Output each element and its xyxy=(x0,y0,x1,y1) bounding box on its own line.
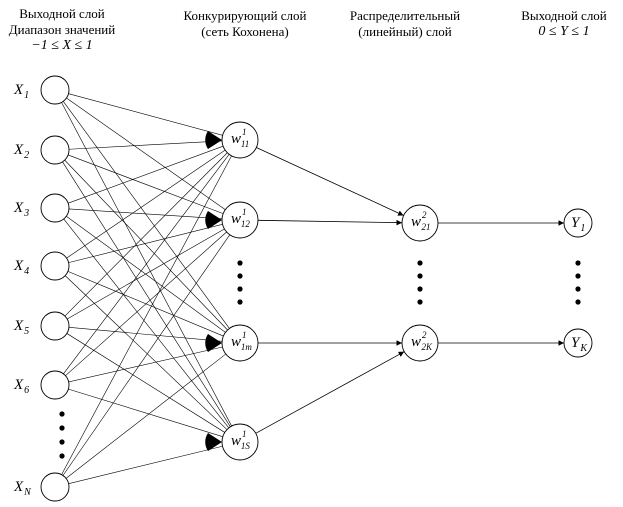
kohonen-layer-header: Конкурирующий слой (сеть Кохонена) xyxy=(160,8,330,40)
kohonen-node xyxy=(221,201,259,239)
input-node-label: X6 xyxy=(13,377,29,396)
edge-input-5-to-kohonen-2 xyxy=(66,228,225,320)
edge-input-7-to-kohonen-4 xyxy=(68,445,223,484)
input-node-label: X2 xyxy=(13,142,29,161)
input-ellipsis-dot xyxy=(59,439,65,445)
edge-input-4-to-kohonen-2 xyxy=(68,224,223,263)
input-node-label: X5 xyxy=(13,318,29,337)
edge-input-5-to-kohonen-1 xyxy=(64,152,228,317)
input-node xyxy=(40,135,70,165)
edge-kohonen-4-to-grossberg-2 xyxy=(255,351,405,434)
ellipses xyxy=(59,260,581,459)
edge-input-2-to-kohonen-2 xyxy=(67,154,224,214)
input-node xyxy=(40,193,70,223)
edge-input-3-to-kohonen-3 xyxy=(66,216,226,333)
output-layer-title: Выходной слой xyxy=(521,8,607,23)
edge-input-7-to-kohonen-3 xyxy=(65,353,226,479)
edge-kohonen-1-to-grossberg-1 xyxy=(256,147,404,216)
edge-kohonen-2-to-grossberg-1 xyxy=(257,219,403,226)
edge-input-1-to-kohonen-3 xyxy=(63,101,230,329)
edge-input-6-to-kohonen-3 xyxy=(68,346,223,383)
output-ellipsis-dot xyxy=(575,260,581,266)
edge-input-6-to-kohonen-1 xyxy=(63,154,230,375)
edge-input-3-to-kohonen-2 xyxy=(68,208,223,220)
output-layer-header: Выходной слой 0 ≤ Y ≤ 1 xyxy=(508,8,620,40)
output-ellipsis-dot xyxy=(575,299,581,305)
input-node-label: X3 xyxy=(13,200,29,219)
grossberg-ellipsis-dot xyxy=(417,260,423,266)
input-ellipsis-dot xyxy=(59,411,65,417)
kohonen-input-marker xyxy=(205,433,222,451)
edge-input-5-to-kohonen-3 xyxy=(68,326,223,342)
kohonen-input-marker xyxy=(205,334,222,352)
input-ellipsis-dot xyxy=(59,425,65,431)
edge-input-4-to-kohonen-1 xyxy=(66,149,226,259)
kohonen-ellipsis-dot xyxy=(237,286,243,292)
edge-input-2-to-kohonen-1 xyxy=(68,140,223,150)
grossberg-node xyxy=(401,204,439,242)
kohonen-node xyxy=(221,121,259,159)
grossberg-layer-title: Распределительный xyxy=(349,8,461,23)
input-layer-header: Выходной слой Диапазон значений −1 ≤ X ≤… xyxy=(0,6,124,54)
kohonen-node xyxy=(221,324,259,362)
input-node xyxy=(40,311,70,341)
edge-input-7-to-kohonen-2 xyxy=(62,234,230,476)
kohonen-layer-title: Конкурирующий слой xyxy=(183,8,307,23)
edge-input-2-to-kohonen-4 xyxy=(62,161,231,427)
input-node xyxy=(40,251,70,281)
grossberg-ellipsis-dot xyxy=(417,286,423,292)
edge-input-6-to-kohonen-4 xyxy=(68,388,223,437)
edge-input-4-to-kohonen-3 xyxy=(67,271,224,337)
output-ellipsis-dot xyxy=(575,273,581,279)
output-layer-range: 0 ≤ Y ≤ 1 xyxy=(538,24,590,39)
edge-input-1-to-kohonen-1 xyxy=(68,93,223,136)
input-layer-range-caption: Диапазон значений xyxy=(8,22,116,37)
grossberg-layer-subtitle: (линейный) слой xyxy=(358,24,452,39)
input-node-label: XN xyxy=(13,479,32,498)
input-node-label: X1 xyxy=(13,82,29,101)
input-layer-range: −1 ≤ X ≤ 1 xyxy=(31,38,93,53)
kohonen-ellipsis-dot xyxy=(237,299,243,305)
output-node xyxy=(563,328,593,358)
kohonen-ellipsis-dot xyxy=(237,273,243,279)
edge-input-5-to-kohonen-4 xyxy=(66,333,225,433)
input-node-label: X4 xyxy=(13,258,29,277)
input-node xyxy=(40,472,70,502)
edge-input-7-to-kohonen-1 xyxy=(61,155,232,475)
edge-input-2-to-kohonen-3 xyxy=(64,159,228,331)
kohonen-node xyxy=(221,423,259,461)
grossberg-ellipsis-dot xyxy=(417,299,423,305)
kohonen-layer-subtitle: (сеть Кохонена) xyxy=(201,24,289,39)
edge-input-4-to-kohonen-4 xyxy=(64,275,228,430)
output-node xyxy=(563,208,593,238)
input-node xyxy=(40,370,70,400)
edge-input-3-to-kohonen-4 xyxy=(63,218,230,429)
input-node xyxy=(40,75,70,105)
edge-input-3-to-kohonen-1 xyxy=(68,145,224,204)
grossberg-node xyxy=(401,324,439,362)
edge-input-1-to-kohonen-2 xyxy=(66,97,226,210)
input-layer-title: Выходной слой xyxy=(19,6,105,21)
connections xyxy=(61,93,564,484)
grossberg-ellipsis-dot xyxy=(417,273,423,279)
output-ellipsis-dot xyxy=(575,286,581,292)
kohonen-ellipsis-dot xyxy=(237,260,243,266)
input-ellipsis-dot xyxy=(59,453,65,459)
grossberg-layer-header: Распределительный (линейный) слой xyxy=(330,8,480,40)
edge-input-6-to-kohonen-2 xyxy=(65,231,227,376)
kohonen-input-marker xyxy=(205,131,222,149)
kohonen-input-marker xyxy=(205,211,222,229)
